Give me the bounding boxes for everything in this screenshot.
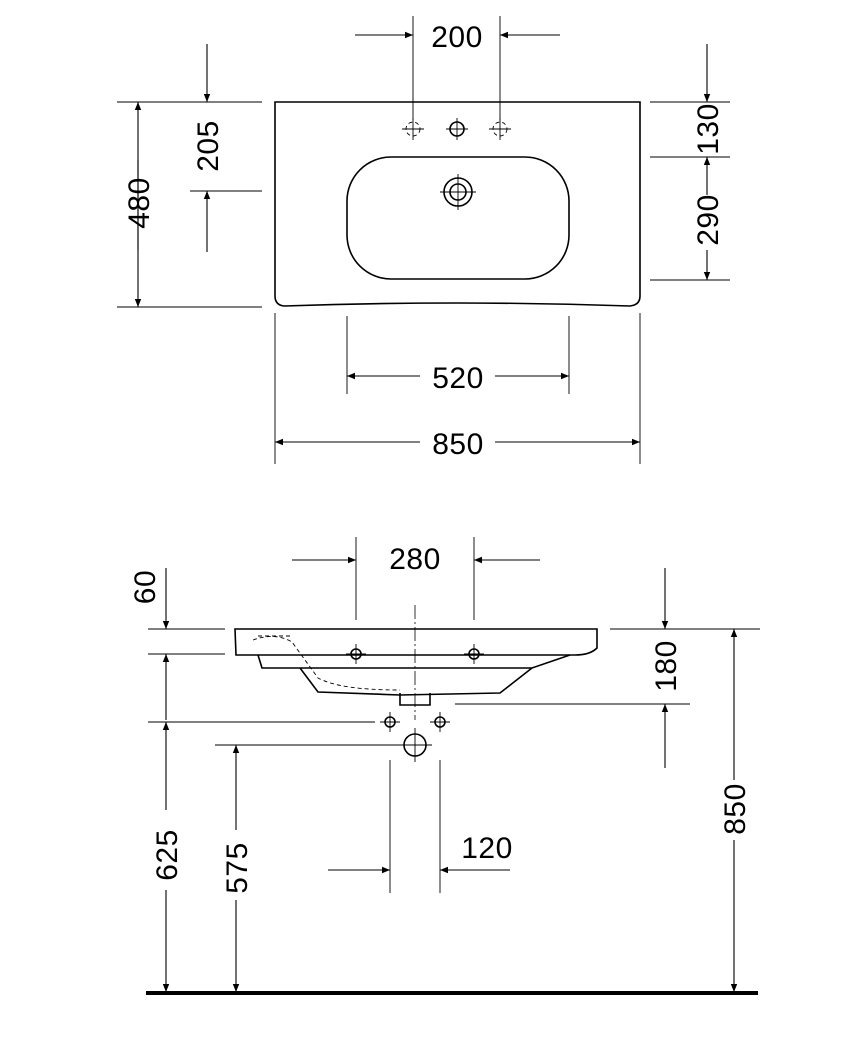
dim-290-label: 290 — [692, 194, 725, 246]
dim-120-label: 120 — [461, 832, 513, 865]
bowl-outline — [346, 156, 570, 280]
dim-625-label: 625 — [151, 829, 184, 881]
fixing-hole-right — [464, 644, 484, 664]
tap-hole-left — [402, 118, 424, 140]
tap-hole-right — [489, 118, 511, 140]
top-view: 200 480 205 130 290 520 850 — [117, 16, 730, 464]
dim-850-height-label: 850 — [719, 783, 752, 835]
supply-connection-right — [430, 712, 450, 732]
dim-520-label: 520 — [432, 362, 484, 395]
dim-60-label: 60 — [129, 570, 162, 604]
dim-200-label: 200 — [431, 21, 483, 54]
supply-connection-left — [380, 712, 400, 732]
dim-850-width-label: 850 — [432, 428, 484, 461]
fixing-hole-left — [346, 644, 366, 664]
drain-icon — [440, 174, 476, 210]
basin-body — [257, 654, 571, 696]
basin-outline — [274, 101, 641, 307]
dim-575-label: 575 — [221, 842, 254, 894]
basin-profile — [234, 628, 598, 656]
dim-130-label: 130 — [692, 103, 725, 155]
dim-280-label: 280 — [389, 543, 441, 576]
dim-180-label: 180 — [650, 640, 683, 692]
dim-480-label: 480 — [123, 177, 156, 229]
tap-hole-center — [446, 118, 468, 140]
waste-connection — [398, 728, 432, 762]
side-view: 280 60 180 850 625 575 120 — [129, 537, 760, 995]
dim-205-label: 205 — [192, 120, 225, 172]
overflow-channel — [252, 636, 401, 691]
